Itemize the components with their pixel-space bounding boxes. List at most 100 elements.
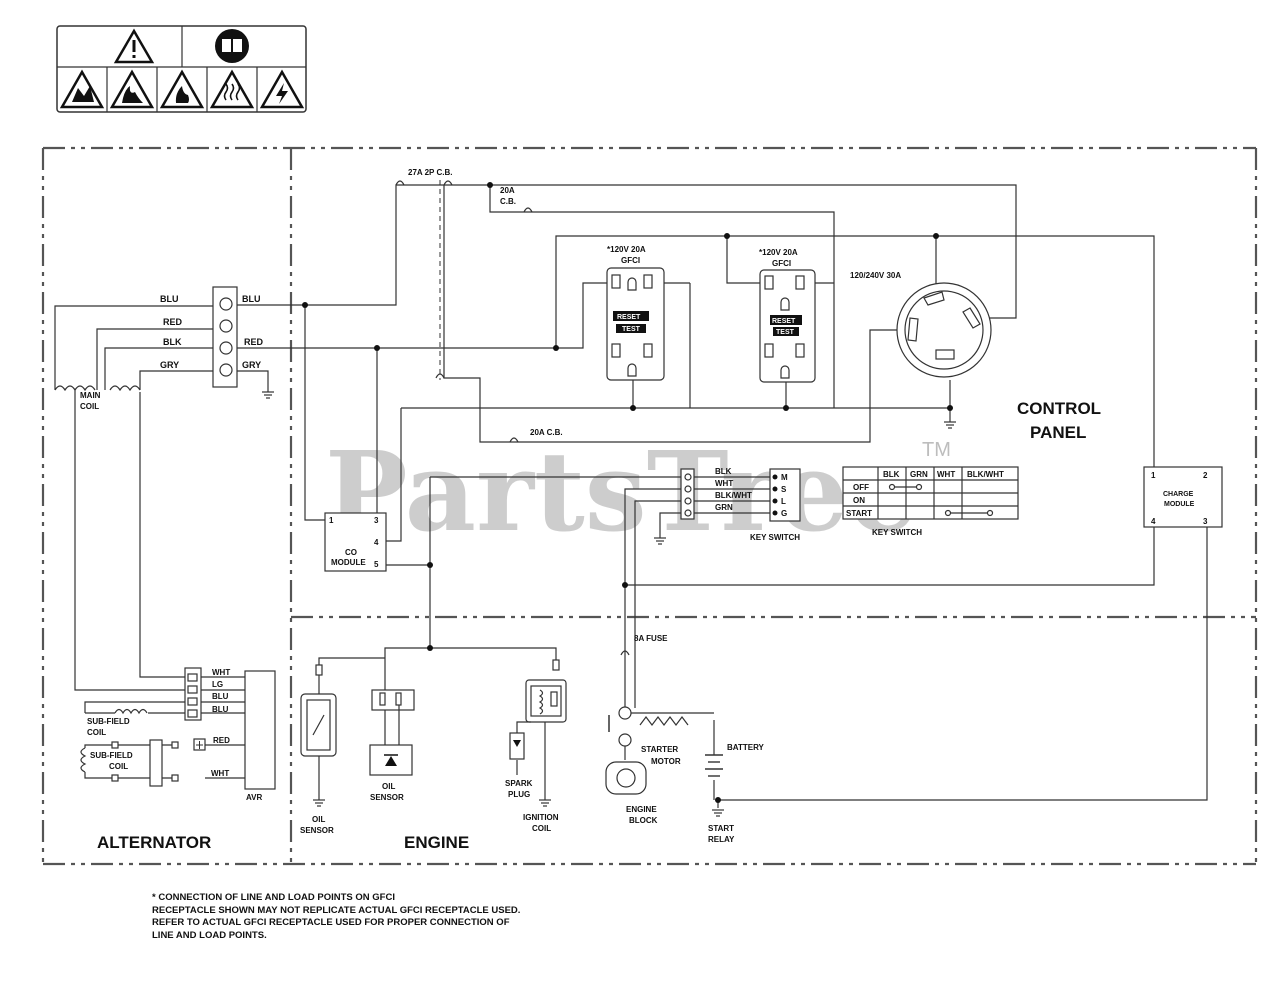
conn-left-blu: BLU bbox=[160, 294, 179, 304]
co-pin-1: 1 bbox=[329, 516, 334, 525]
subfield1-label-1: SUB-FIELD bbox=[87, 717, 130, 726]
ks-term-l: L bbox=[781, 497, 786, 506]
gfci1-label-1: *120V 20A bbox=[607, 245, 646, 254]
conn-left-red: RED bbox=[163, 317, 183, 327]
starter-motor-label-2: MOTOR bbox=[651, 757, 681, 766]
key-switch-label: KEY SWITCH bbox=[750, 533, 800, 542]
charge-pin-4: 4 bbox=[1151, 517, 1156, 526]
avr: WHT LG BLU BLU RED WHT AVR bbox=[184, 667, 276, 802]
subfield1-label-2: COIL bbox=[87, 728, 106, 737]
co-label-1: CO bbox=[345, 548, 357, 557]
ks-term-s: S bbox=[781, 485, 787, 494]
section-borders bbox=[41, 146, 1258, 866]
table-head-blkwht: BLK/WHT bbox=[967, 470, 1004, 479]
main-coil-label-2: COIL bbox=[80, 402, 99, 411]
conn-right-red: RED bbox=[244, 337, 264, 347]
oil-sensor1-label-1: OIL bbox=[312, 815, 325, 824]
engine-block-label-1: ENGINE bbox=[626, 805, 657, 814]
breaker-symbols bbox=[395, 180, 533, 443]
gfci2-reset: RESET bbox=[772, 318, 796, 325]
top-connector: BLU RED BLK GRY BLU RED GRY bbox=[160, 286, 274, 399]
junction-dots bbox=[302, 182, 953, 803]
avr-wire-lg: LG bbox=[212, 680, 223, 689]
table-head-blk: BLK bbox=[883, 470, 900, 479]
safety-icon-panel bbox=[56, 25, 307, 113]
gfci1-label-2: GFCI bbox=[621, 256, 640, 265]
charge-pin-1: 1 bbox=[1151, 471, 1156, 480]
oil-sensor2-label-1: OIL bbox=[382, 782, 395, 791]
twistlock-receptacle: 120/240V 30A bbox=[850, 271, 992, 429]
conn-right-gry: GRY bbox=[242, 360, 261, 370]
flame-icon bbox=[159, 69, 205, 109]
conn-left-blk: BLK bbox=[163, 337, 182, 347]
avr-wire-wht: WHT bbox=[212, 668, 230, 677]
ks-wire-blkwht: BLK/WHT bbox=[715, 491, 752, 500]
spark-plug-label-1: SPARK bbox=[505, 779, 533, 788]
ks-wire-wht: WHT bbox=[715, 479, 733, 488]
gfci1-reset: RESET bbox=[617, 314, 641, 321]
starter-motor-label-1: STARTER bbox=[641, 745, 678, 754]
oil-sensor-module: OIL SENSOR bbox=[369, 689, 415, 802]
co-label-2: MODULE bbox=[331, 558, 366, 567]
table-row-start: START bbox=[846, 509, 872, 518]
subfield2-label-1: SUB-FIELD bbox=[90, 751, 133, 760]
manual-icon bbox=[215, 29, 249, 63]
ignition-coil-label-2: COIL bbox=[532, 824, 551, 833]
gfci2-label-1: *120V 20A bbox=[759, 248, 798, 257]
ks-wire-grn: GRN bbox=[715, 503, 733, 512]
oil-sensor1-label-2: SENSOR bbox=[300, 826, 334, 835]
key-switch-table-label: KEY SWITCH bbox=[872, 528, 922, 537]
warning-icon bbox=[113, 28, 155, 64]
charge-pin-2: 2 bbox=[1203, 471, 1208, 480]
footnote-line-4: LINE AND LOAD POINTS. bbox=[152, 929, 267, 941]
gfci2-test: TEST bbox=[776, 329, 795, 336]
spark-plug-label-2: PLUG bbox=[508, 790, 530, 799]
main-coil-label-1: MAIN bbox=[80, 391, 101, 400]
gfci1-test: TEST bbox=[622, 326, 641, 333]
fire-icon bbox=[109, 69, 155, 109]
oil-sensor2-label-2: SENSOR bbox=[370, 793, 404, 802]
gfci-receptacle-2: RESET TEST *120V 20A GFCI bbox=[759, 248, 816, 383]
start-relay-label-1: START bbox=[708, 824, 734, 833]
breaker-cb1-label-1: 20A bbox=[500, 186, 515, 195]
table-row-on: ON bbox=[853, 496, 865, 505]
ignition-coil-label-1: IGNITION bbox=[523, 813, 559, 822]
charge-label-1: CHARGE bbox=[1163, 491, 1194, 498]
shock-icon bbox=[259, 69, 305, 109]
breaker-main-label: 27A 2P C.B. bbox=[408, 168, 452, 177]
start-relay-label-2: RELAY bbox=[708, 835, 735, 844]
breaker-cb2-label: 20A C.B. bbox=[530, 428, 563, 437]
fuse-label: 8A FUSE bbox=[634, 634, 668, 643]
ignition-coil: SPARK PLUG IGNITION COIL bbox=[505, 659, 567, 833]
twistlock-label: 120/240V 30A bbox=[850, 271, 901, 280]
hot-surface-icon bbox=[209, 69, 255, 109]
footnote-line-3: REFER TO ACTUAL GFCI RECEPTACLE USED FOR… bbox=[152, 917, 510, 928]
charge-label-2: MODULE bbox=[1164, 501, 1195, 508]
wires bbox=[54, 184, 1208, 808]
engine-block-label-2: BLOCK bbox=[629, 816, 658, 825]
gfci-receptacle-1: RESET TEST *120V 20A GFCI bbox=[606, 245, 665, 381]
co-pin-3: 3 bbox=[374, 516, 379, 525]
avr-red: RED bbox=[213, 736, 230, 745]
key-switch-table: BLK GRN WHT BLK/WHT OFF ON START KEY SWI… bbox=[842, 466, 1019, 537]
control-panel-label-2: PANEL bbox=[1030, 423, 1086, 442]
table-head-wht: WHT bbox=[937, 470, 955, 479]
co-pin-5: 5 bbox=[374, 560, 379, 569]
table-row-off: OFF bbox=[853, 483, 869, 492]
breaker-cb1-label-2: C.B. bbox=[500, 197, 516, 206]
footnote-line-1: * CONNECTION OF LINE AND LOAD POINTS ON … bbox=[152, 892, 395, 903]
ks-term-m: M bbox=[781, 473, 788, 482]
engine-label: ENGINE bbox=[404, 833, 469, 852]
main-coil: MAIN COIL bbox=[54, 385, 141, 411]
charge-pin-3: 3 bbox=[1203, 517, 1208, 526]
watermark-brand: PartsTree bbox=[325, 427, 919, 556]
key-switch: BLK WHT BLK/WHT GRN M S L G KEY SWITCH bbox=[654, 467, 801, 545]
sub-field-coil-1: SUB-FIELD COIL bbox=[87, 708, 148, 737]
battery-label: BATTERY bbox=[727, 743, 765, 752]
co-pin-4: 4 bbox=[374, 538, 379, 547]
watermark-tm: TM bbox=[922, 439, 951, 461]
charge-module: 1 2 4 3 CHARGE MODULE bbox=[1143, 466, 1223, 528]
alternator-label: ALTERNATOR bbox=[97, 833, 211, 852]
ks-wire-blk: BLK bbox=[715, 467, 732, 476]
